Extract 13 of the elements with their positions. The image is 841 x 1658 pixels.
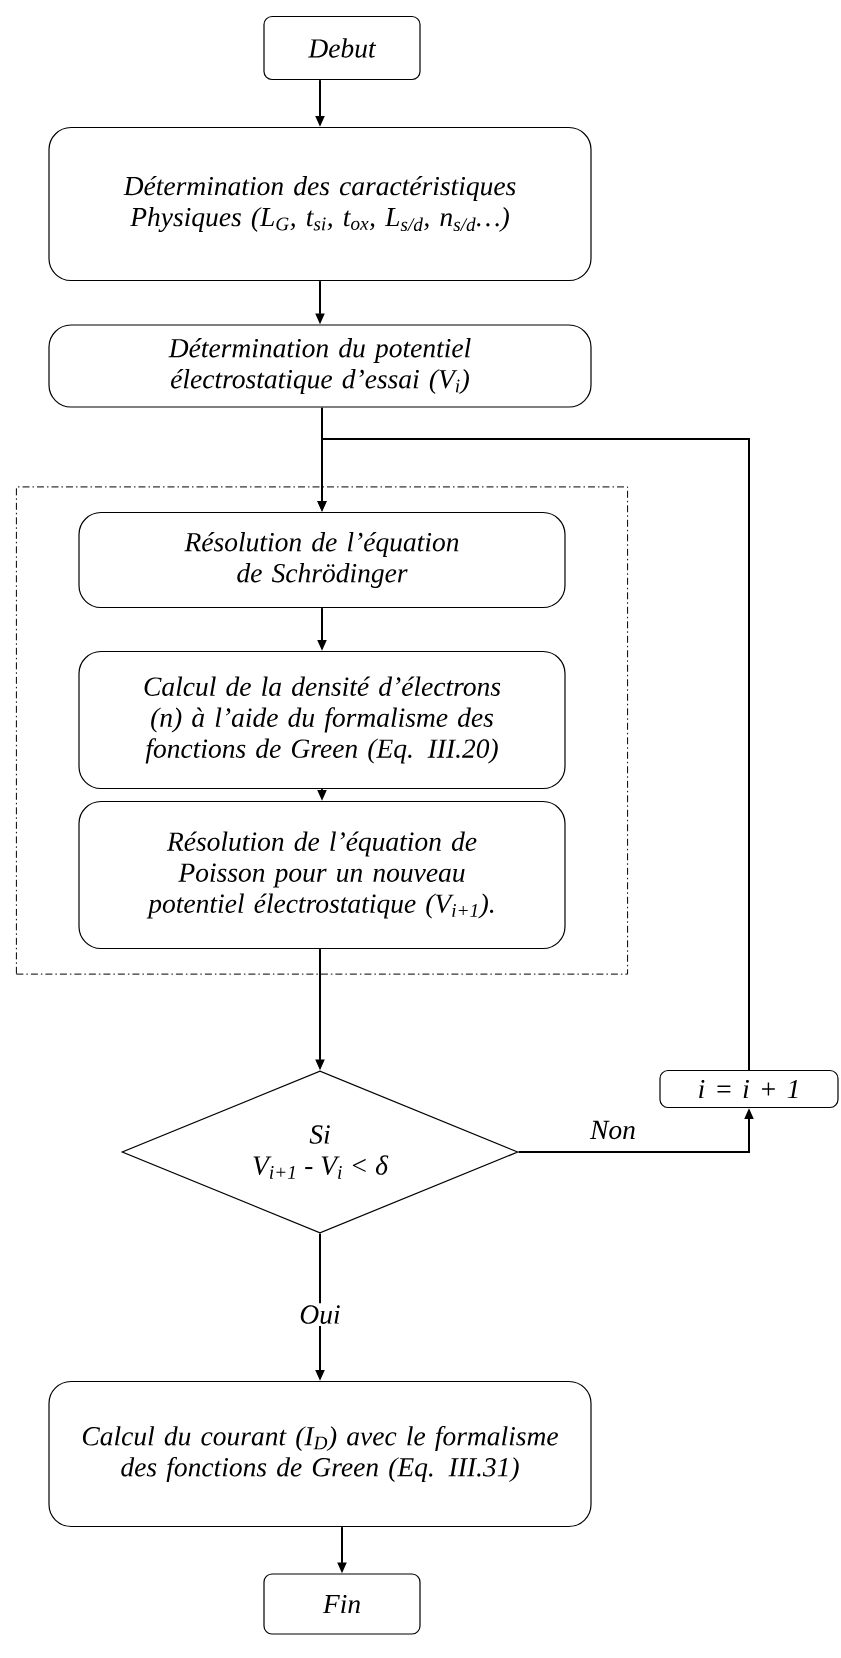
edge-label: Oui [297,1303,343,1326]
process-box: Résolution de l’équation de Schrödinger [78,511,566,609]
terminal-box: Fin [263,1573,421,1635]
terminal-box: Debut [263,15,421,81]
arrow [317,438,750,1071]
process-box: Calcul du courant (I$_{D}$) avec le formalisme des fonctions de Green (Eq. III.31) [48,1380,592,1528]
process-box: Résolution de l’équation de Poisson pour un nouveau potentiel électrostatique (V$_{i+1}$). [78,800,566,950]
process-box: Calcul de la densité d’électrons (n) à l’aide du formalisme des fonctions de Green (Eq. III.20) [78,650,566,790]
dashed-frame [15,486,629,975]
terminal-box: i = i + 1 [659,1069,839,1109]
edge-label: Non [588,1118,638,1142]
process-box: Détermination du potentiel électrostatique d’essai (V$_{i}$) [48,324,592,408]
process-box: Détermination des caractéristiques Physiques (L$_{G}$, t$_{si}$, t$_{ox}$, L$_{s/d}$, n$_{s/d}$…) [48,126,592,282]
